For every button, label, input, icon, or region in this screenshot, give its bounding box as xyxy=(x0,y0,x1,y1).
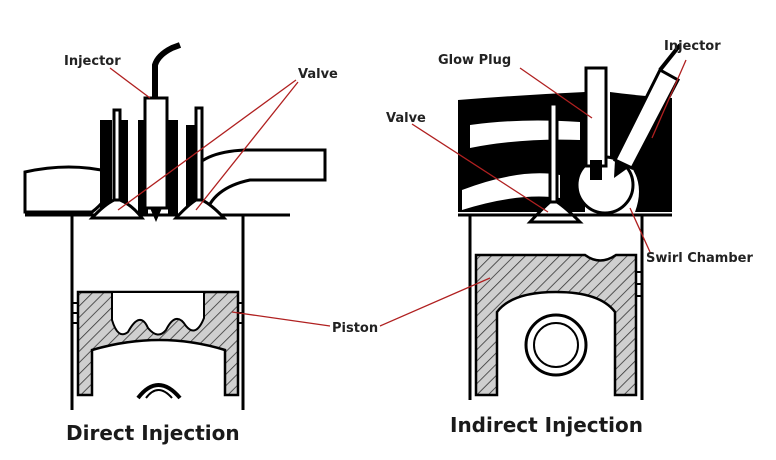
leader-valve-direct-2 xyxy=(195,81,299,211)
label-valve-indirect: Valve xyxy=(386,111,426,126)
caption-indirect-injection: Indirect Injection xyxy=(450,413,643,437)
leader-piston-indirect xyxy=(379,277,491,327)
piston-indirect xyxy=(474,253,638,397)
injector-line-direct xyxy=(152,42,182,100)
left-guide-3 xyxy=(138,120,148,216)
left-valve-guide-1 xyxy=(100,120,112,216)
leader-glow-plug xyxy=(519,67,593,119)
left-valve-guide-2 xyxy=(118,120,128,216)
indirect-injection-engine xyxy=(458,43,682,400)
injector-line-indirect xyxy=(658,43,682,72)
left-guide-5 xyxy=(186,125,196,215)
leader-lines xyxy=(109,59,687,327)
injector-nozzle-indirect xyxy=(614,160,628,178)
valve-direct-intake xyxy=(88,108,146,220)
leader-valve-indirect xyxy=(411,123,549,213)
glow-plug xyxy=(584,66,608,168)
glow-plug-tip xyxy=(590,160,602,180)
caption-direct-injection: Direct Injection xyxy=(66,421,240,445)
label-piston: Piston xyxy=(332,321,378,336)
label-injector-indirect: Injector xyxy=(664,39,721,54)
left-guide-4 xyxy=(168,120,178,216)
leader-swirl-chamber xyxy=(629,207,651,253)
piston-rings-indirect xyxy=(636,271,642,297)
label-valve-direct: Valve xyxy=(298,67,338,82)
wrist-pin-direct xyxy=(136,383,182,400)
injector-nozzle-direct xyxy=(150,208,162,222)
leader-valve-direct-1 xyxy=(117,79,297,211)
label-glow-plug: Glow Plug xyxy=(438,53,511,68)
injector-body-direct xyxy=(143,96,169,210)
label-swirl-chamber: Swirl Chamber xyxy=(646,251,753,266)
injector-body-indirect xyxy=(612,67,681,170)
label-injector-direct: Injector xyxy=(64,54,121,69)
left-cylinder-head xyxy=(23,165,112,214)
piston-bowl-direct xyxy=(111,291,205,336)
direct-injection-engine xyxy=(23,42,327,410)
leader-injector-indirect xyxy=(651,59,687,139)
leader-injector-direct xyxy=(109,67,151,99)
leader-piston-direct xyxy=(231,311,331,327)
